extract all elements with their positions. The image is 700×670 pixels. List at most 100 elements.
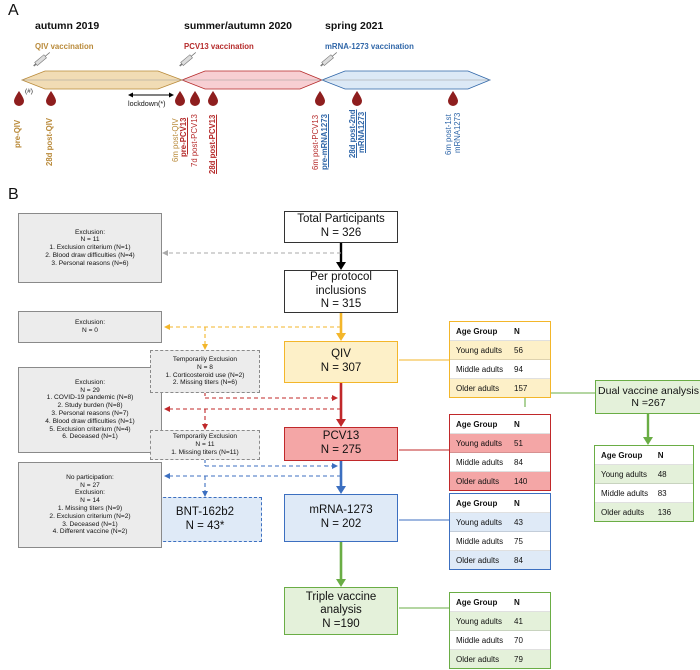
exclusion-box-4: No participation: N = 27 Exclusion: N = …: [18, 462, 162, 548]
blood-drop-icon: [352, 91, 362, 106]
pcv13-title: PCV13: [322, 430, 360, 443]
dual-vaccine-n: N =267: [631, 397, 666, 409]
table-cell: Young adults: [456, 616, 502, 626]
n-header: N: [657, 450, 664, 460]
bnt162b2-n: N = 43*: [185, 519, 225, 532]
syringe-icon: [179, 52, 197, 67]
age-group-header: Age Group: [456, 419, 498, 429]
table-cell: 70: [514, 635, 523, 645]
table-cell: Young adults: [456, 517, 502, 527]
table-cell: Young adults: [456, 438, 502, 448]
table-cell: Middle adults: [456, 457, 504, 467]
table-cell: Young adults: [456, 345, 502, 355]
table-cell: 94: [514, 364, 523, 374]
timepoint-pre-mrna1273: pre-mRNA1273: [320, 114, 329, 170]
qiv-age-table: Age Group N Young adults 56 Middle adults 9…: [449, 321, 551, 398]
timepoint-28d-post-2nd: 28d post-2nd: [348, 109, 357, 158]
qiv-n: N = 307: [320, 362, 362, 374]
qiv-box: QIV N = 307: [284, 341, 398, 383]
table-cell: 51: [514, 438, 523, 448]
total-participants-n: N = 326: [320, 227, 362, 239]
lockdown-label: lockdown(*): [128, 99, 166, 108]
n-header: N: [514, 498, 520, 508]
dual-vaccine-box: Dual vaccine analysis N =267: [595, 380, 700, 414]
table-cell: 84: [514, 555, 523, 565]
table-cell: Middle adults: [456, 364, 504, 374]
timepoint-6m-post-1st: 6m post-1st: [444, 114, 453, 155]
exclusion-box-1: Exclusion: N = 11 1. Exclusion criterium…: [18, 213, 162, 283]
mrna1273-title: mRNA-1273: [309, 504, 373, 517]
timepoint-mrna1273-1st: mRNA1273: [453, 112, 462, 153]
triple-vaccine-box: Triple vaccine analysis N =190: [284, 587, 398, 635]
n-header: N: [514, 326, 520, 336]
table-cell: 75: [514, 536, 523, 546]
n-header: N: [514, 597, 520, 607]
table-cell: Older adults: [456, 654, 500, 664]
table-cell: Middle adults: [456, 536, 504, 546]
age-group-header: Age Group: [456, 326, 498, 336]
per-protocol-title: Per protocol inclusions: [309, 271, 372, 297]
per-protocol-n: N = 315: [320, 298, 362, 311]
dual-vaccine-age-table: Age Group N Young adults 48 Middle adults 8…: [594, 445, 694, 522]
blood-drop-icon: [190, 91, 200, 106]
qiv-vaccination-label: QIV vaccination: [35, 42, 94, 51]
period-title-summer-2020: summer/autumn 2020: [184, 20, 292, 32]
triple-vaccine-age-table: Age Group N Young adults 41 Middle adults 7…: [449, 592, 551, 669]
table-cell: Older adults: [456, 383, 500, 393]
table-cell: 48: [657, 469, 667, 479]
blood-drop-icon: [448, 91, 458, 106]
timepoint-28d-post-pcv13: 28d post-PCV13: [208, 114, 217, 174]
panel-b-label: B: [8, 186, 19, 203]
pcv13-box: PCV13 N = 275: [284, 427, 398, 461]
exclusion-box-2: Exclusion: N = 0: [18, 311, 162, 343]
table-cell: Middle adults: [456, 635, 504, 645]
pcv13-age-table: Age Group N Young adults 51 Middle adults 8…: [449, 414, 551, 491]
mrna-vaccination-label: mRNA-1273 vaccination: [325, 42, 414, 51]
age-group-header: Age Group: [456, 597, 498, 607]
blood-drop-icon: [208, 91, 218, 106]
bnt162b2-box: BNT-162b2 N = 43*: [148, 497, 262, 542]
table-cell: Middle adults: [601, 488, 649, 498]
mrna1273-box: mRNA-1273 N = 202: [284, 494, 398, 542]
period-title-autumn-2019: autumn 2019: [35, 20, 100, 32]
blood-drop-icon: [175, 91, 185, 106]
temporary-exclusion-box-1: Temporarily Exclusion N = 8 1. Corticost…: [150, 350, 260, 393]
table-cell: Older adults: [601, 507, 645, 517]
table-cell: Older adults: [456, 555, 500, 565]
blood-drop-icon: [14, 91, 24, 106]
timepoint-28d-post-qiv: 28d post-QIV: [45, 117, 54, 166]
timepoint-mrna1273-2nd: mRNA1273: [357, 111, 366, 153]
total-participants-title: Total Participants: [297, 213, 385, 226]
table-cell: 83: [657, 488, 667, 498]
table-cell: Young adults: [601, 469, 647, 479]
per-protocol-box: Per protocol inclusions N = 315: [284, 270, 398, 313]
panel-a-label: A: [8, 2, 19, 19]
triple-vaccine-n: N =190: [322, 617, 360, 630]
table-cell: 41: [514, 616, 523, 626]
table-cell: Older adults: [456, 476, 500, 486]
timepoint-pre-qiv: pre-QIV: [13, 119, 22, 148]
hash-note: (#): [25, 88, 33, 95]
n-header: N: [514, 419, 520, 429]
pcv13-n: N = 275: [320, 444, 362, 456]
mrna1273-age-table: Age Group N Young adults 43 Middle adults 7…: [449, 493, 551, 570]
table-cell: 56: [514, 345, 523, 355]
age-group-header: Age Group: [456, 498, 498, 508]
temporary-exclusion-box-2: Temporarily Exclusion N = 11 1. Missing …: [150, 430, 260, 460]
pcv13-vaccination-label: PCV13 vaccination: [184, 42, 254, 51]
blood-drop-icon: [46, 91, 56, 106]
dual-vaccine-title: Dual vaccine analysis: [598, 384, 699, 397]
period-title-spring-2021: spring 2021: [325, 20, 384, 32]
table-cell: 157: [514, 383, 528, 393]
qiv-title: QIV: [331, 348, 351, 361]
timepoint-6m-post-pcv13: 6m post-PCV13: [311, 114, 320, 170]
total-participants-box: Total Participants N = 326: [284, 211, 398, 243]
table-cell: 43: [514, 517, 523, 527]
age-group-header: Age Group: [601, 450, 643, 460]
table-cell: 136: [657, 507, 672, 517]
syringe-icon: [320, 52, 338, 67]
mrna1273-n: N = 202: [320, 518, 362, 530]
syringe-icon: [33, 52, 51, 67]
table-cell: 84: [514, 457, 523, 467]
